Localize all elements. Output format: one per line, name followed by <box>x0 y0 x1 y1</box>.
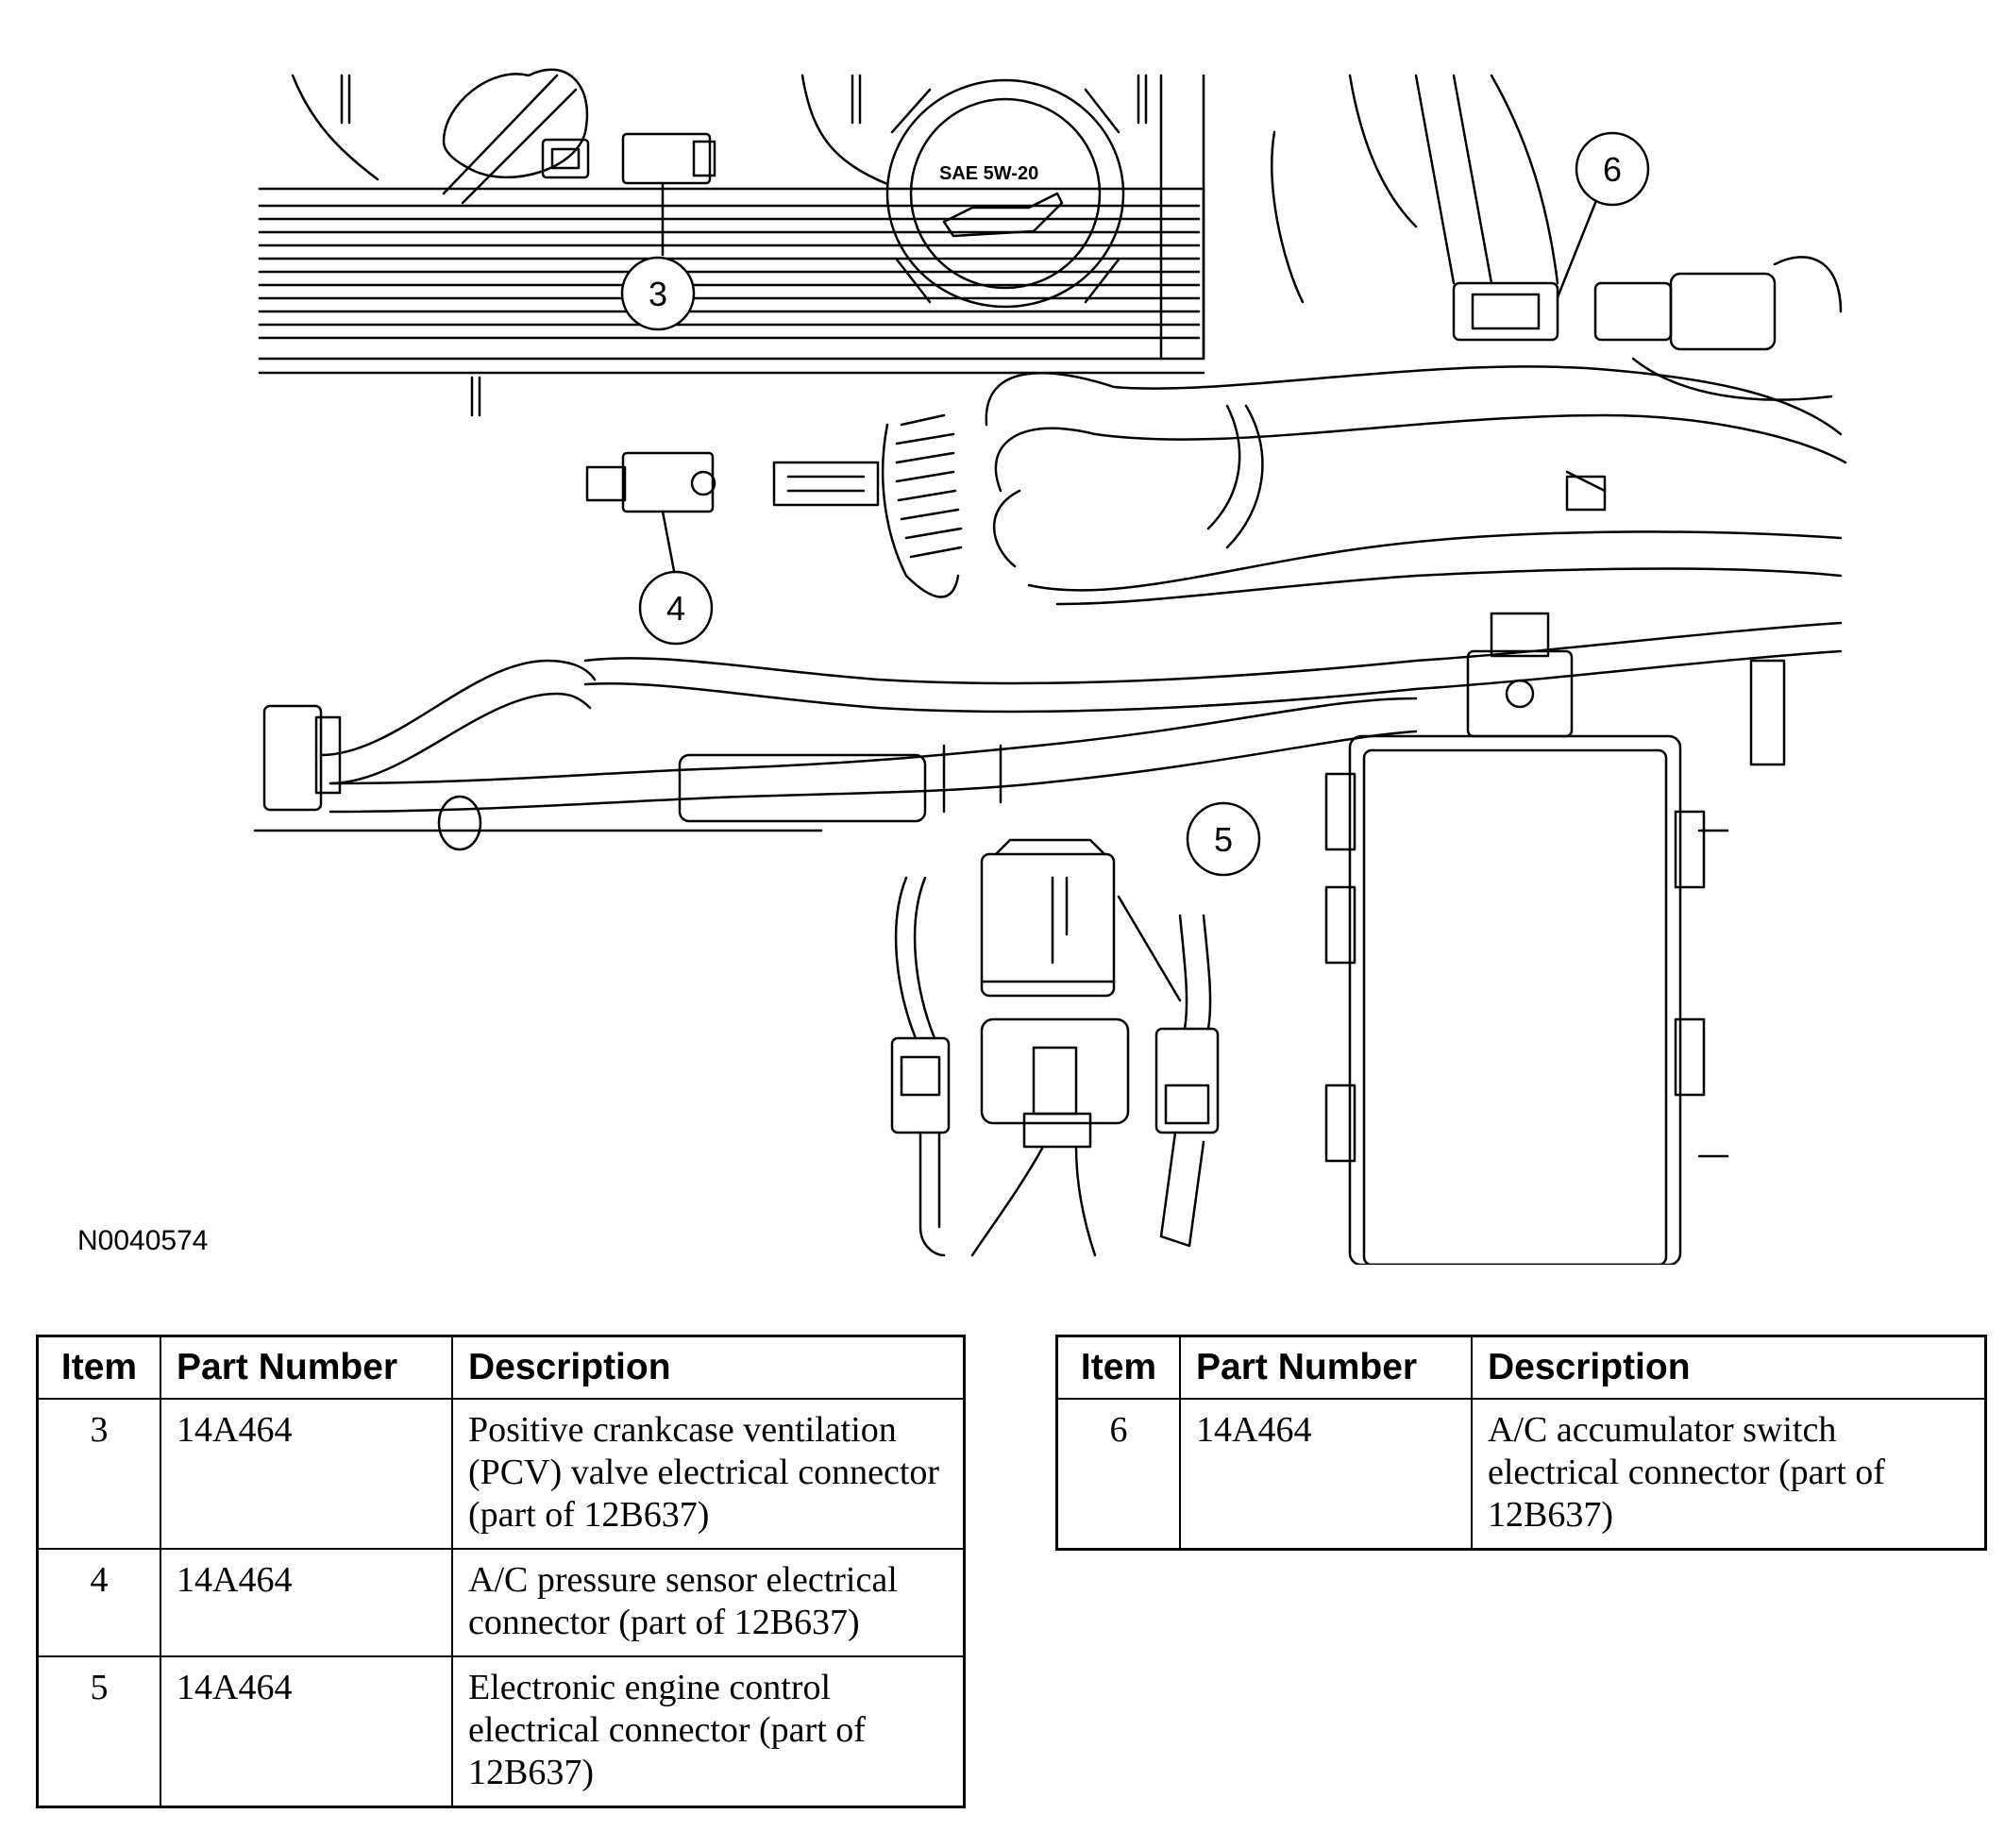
cell-part-number: 14A464 <box>160 1398 453 1550</box>
cell-part-number: 14A464 <box>1179 1398 1473 1551</box>
pulley <box>881 413 963 598</box>
cap-label: SAE 5W-20 <box>939 163 1038 184</box>
cell-description: A/C pressure sensor electrical connector… <box>451 1548 966 1657</box>
svg-text:4: 4 <box>666 589 685 628</box>
callout-5: 5 <box>1186 801 1261 877</box>
cell-description: Positive crankcase ventilation (PCV) val… <box>451 1398 966 1550</box>
figure-code: N0040574 <box>77 1225 209 1256</box>
table-row: 6 14A464 A/C accumulator switch electric… <box>1055 1398 1987 1551</box>
column-header-part-number: Part Number <box>160 1335 453 1400</box>
cell-part-number: 14A464 <box>160 1655 453 1808</box>
wiring-harness <box>253 365 1847 851</box>
svg-text:6: 6 <box>1603 150 1622 189</box>
column-header-item: Item <box>36 1335 161 1400</box>
callout-6: 6 <box>1575 131 1650 207</box>
junction-box <box>1324 612 1786 1265</box>
table-row: 5 14A464 Electronic engine control elect… <box>36 1655 966 1808</box>
cell-item: 5 <box>36 1655 161 1808</box>
svg-text:3: 3 <box>649 275 667 313</box>
cell-item: 6 <box>1055 1398 1181 1551</box>
cell-item: 4 <box>36 1548 161 1657</box>
table-header-row: Item Part Number Description <box>36 1335 966 1400</box>
column-header-item: Item <box>1055 1335 1181 1400</box>
table-row: 3 14A464 Positive crankcase ventilation … <box>36 1398 966 1550</box>
cell-description: A/C accumulator switch electrical connec… <box>1471 1398 1987 1551</box>
column-header-description: Description <box>451 1335 966 1400</box>
column-header-part-number: Part Number <box>1179 1335 1473 1400</box>
table-header-row: Item Part Number Description <box>1055 1335 1987 1400</box>
connector-5 <box>890 838 1220 1257</box>
callout-3: 3 <box>620 256 696 331</box>
connector-6 <box>1271 74 1843 512</box>
callout-4: 4 <box>638 570 714 646</box>
cell-item: 3 <box>36 1398 161 1550</box>
column-header-description: Description <box>1471 1335 1987 1400</box>
engine-harness-illustration: SAE 5W-20 <box>253 68 1847 1265</box>
cell-part-number: 14A464 <box>160 1548 453 1657</box>
svg-text:5: 5 <box>1214 820 1233 859</box>
leader-line-5 <box>1117 895 1182 1002</box>
connector-4 <box>585 451 880 578</box>
table-row: 4 14A464 A/C pressure sensor electrical … <box>36 1548 966 1657</box>
parts-table-right: Item Part Number Description 6 14A464 A/… <box>1055 1335 1987 1551</box>
connector-3 <box>541 132 716 257</box>
oil-filler-cap: SAE 5W-20 <box>885 78 1125 309</box>
valve-cover <box>258 68 1205 417</box>
cell-description: Electronic engine control electrical con… <box>451 1655 966 1808</box>
parts-table-left: Item Part Number Description 3 14A464 Po… <box>36 1335 966 1808</box>
